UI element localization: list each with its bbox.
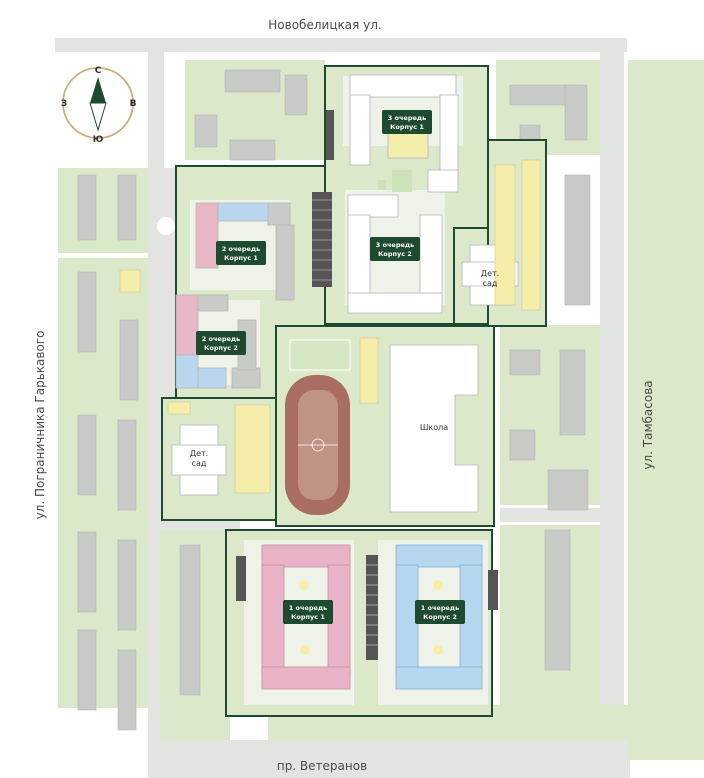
kindergarten-west-label-2: сад [192, 459, 207, 468]
compass-needle-south [89, 102, 107, 132]
svg-text:Корпус 2: Корпус 2 [204, 344, 238, 352]
outside-buildings [77, 69, 591, 731]
svg-text:Корпус 1: Корпус 1 [224, 254, 258, 262]
compass-east: В [130, 99, 137, 109]
building-q2k1 [195, 202, 295, 301]
building-q1k1 [261, 544, 351, 690]
building-q3k2 [347, 194, 443, 314]
parking-strip-lines [312, 199, 378, 646]
building-q3k1 [349, 74, 459, 193]
tag-q2k1: 2 очередь Корпус 1 [216, 241, 266, 265]
phase1-playgrounds [299, 580, 443, 655]
tag-q3k1: 3 очередь Корпус 1 [382, 110, 432, 134]
building-q1k2 [395, 544, 483, 690]
kindergarten-east-label-1: Дет. [481, 269, 499, 278]
kindergarten-west-yellow [167, 401, 271, 494]
svg-text:2 очередь: 2 очередь [202, 335, 241, 343]
street-label-bottom: пр. Ветеранов [277, 759, 367, 773]
tag-q3k2: 3 очередь Корпус 2 [370, 237, 420, 261]
tag-q1k2: 1 очередь Корпус 2 [415, 600, 465, 624]
school-label: Школа [420, 423, 448, 432]
svg-text:1 очередь: 1 очередь [289, 604, 328, 612]
svg-text:1 очередь: 1 очередь [421, 604, 460, 612]
school-yellow-building [359, 337, 379, 404]
parking-strips [236, 110, 498, 660]
tag-q1k1: 1 очередь Корпус 1 [283, 600, 333, 624]
svg-text:2 очередь: 2 очередь [222, 245, 261, 253]
compass-north: С [95, 66, 102, 76]
tag-q2k2: 2 очередь Корпус 2 [196, 331, 246, 355]
kindergarten-east-label-2: сад [483, 279, 498, 288]
svg-text:3 очередь: 3 очередь [376, 241, 415, 249]
svg-text:Корпус 1: Корпус 1 [291, 613, 325, 621]
building-q2k2 [175, 294, 261, 389]
svg-text:Корпус 2: Корпус 2 [423, 613, 457, 621]
compass: С Ю З В [61, 66, 137, 145]
street-label-left: ул. Пограничника Гарькавого [33, 331, 47, 520]
compass-west: З [61, 99, 67, 109]
svg-text:Корпус 2: Корпус 2 [378, 250, 412, 258]
street-label-top: Новобелицкая ул. [268, 18, 381, 32]
compass-needle-north [90, 77, 106, 103]
phase3-grass [378, 170, 412, 192]
stadium [285, 339, 351, 515]
kindergarten-west-building [171, 424, 227, 496]
street-label-right: ул. Тамбасова [641, 380, 655, 469]
kindergarten-west-label-1: Дет. [190, 449, 208, 458]
svg-text:Корпус 1: Корпус 1 [390, 123, 424, 131]
school-building [389, 344, 479, 513]
yellow-strip-buildings [494, 159, 541, 311]
svg-text:3 очередь: 3 очередь [388, 114, 427, 122]
compass-south: Ю [93, 135, 104, 145]
